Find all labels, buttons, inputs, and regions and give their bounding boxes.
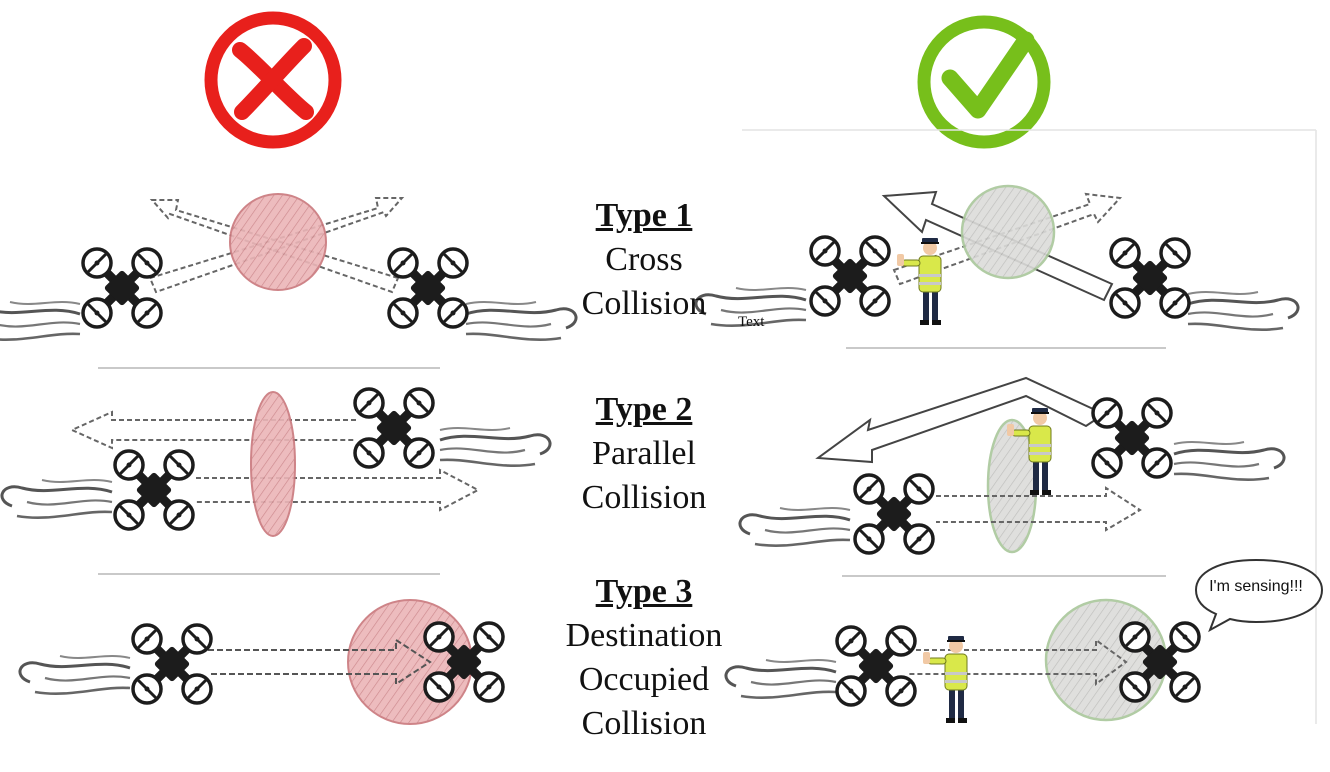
- drone-right-2: [355, 389, 433, 467]
- arrow-cross-b: [149, 199, 400, 294]
- type3-line3: Collision: [581, 705, 707, 742]
- left-type3-scene: [18, 599, 503, 725]
- arrow-route-detour: [815, 376, 1107, 464]
- drone-left-3: [133, 625, 211, 703]
- type1-line2: Collision: [581, 285, 707, 322]
- type3-line2: Occupied: [578, 661, 710, 698]
- officer-1: [896, 237, 942, 326]
- drone-right-r2: [1093, 399, 1171, 477]
- type1-title: Type 1: [595, 197, 693, 234]
- conflict-zone-1: [229, 193, 327, 291]
- cross-icon: [204, 11, 342, 149]
- resolved-zone-1: [960, 184, 1056, 280]
- speech-bubble: [1194, 558, 1324, 633]
- drone-left-2: [115, 451, 193, 529]
- arrow-route-parallel: [936, 486, 1142, 532]
- drone-left-r2: [855, 475, 933, 553]
- drone-right-1: [389, 249, 467, 327]
- speech-bubble-text: I'm sensing!!!: [1209, 578, 1303, 595]
- right-type3-scene: [724, 558, 1324, 724]
- type2-title: Type 2: [595, 391, 693, 428]
- drone-left-1: [83, 249, 161, 327]
- type2-line2: Collision: [581, 479, 707, 516]
- conflict-zone-2: [250, 391, 296, 537]
- drone-left-r1: [811, 237, 889, 315]
- right-type1-scene: [694, 184, 1300, 332]
- drone-left-r3: [837, 627, 915, 705]
- arrow-parallel-right: [196, 468, 481, 512]
- arrow-route-destination: [908, 638, 1128, 686]
- type1-line1: Cross: [605, 241, 683, 278]
- type2-line1: Parallel: [592, 435, 696, 472]
- stray-text-label: Text: [738, 314, 765, 330]
- left-type2-scene: [0, 389, 552, 537]
- type3-title: Type 3: [595, 573, 693, 610]
- type3-line1: Destination: [565, 617, 723, 654]
- type3-label: Type 3 Destination Occupied Collision: [524, 570, 764, 746]
- check-icon: [917, 15, 1051, 149]
- type2-label: Type 2 Parallel Collision: [524, 388, 764, 520]
- right-type2-scene: [738, 376, 1286, 553]
- left-type1-scene: [0, 193, 578, 342]
- arrow-destination-left: [208, 638, 432, 686]
- arrow-cross-a: [148, 197, 405, 294]
- type1-label: Type 1 Cross Collision: [524, 194, 764, 326]
- drone-right-r1: [1111, 239, 1189, 317]
- arrow-parallel-left: [69, 410, 356, 450]
